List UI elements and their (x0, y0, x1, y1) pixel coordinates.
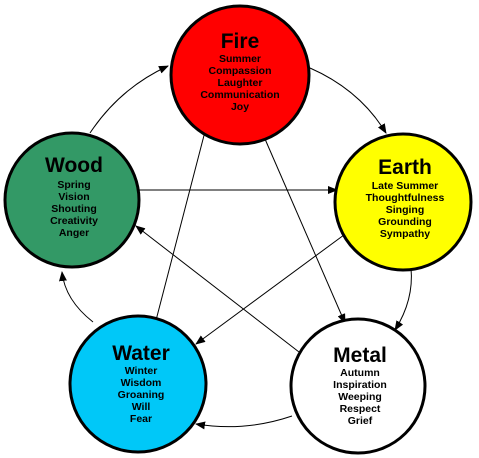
title-water: Water (112, 342, 170, 365)
arrow-metal-to-water (195, 415, 293, 430)
attr-water-4: Fear (130, 413, 152, 425)
node-fire: Fire Summer Compassion Laughter Communic… (169, 4, 311, 146)
title-earth: Earth (378, 156, 432, 179)
attr-water-3: Will (132, 401, 151, 413)
attr-wood-1: Vision (58, 191, 89, 203)
circle-fire (169, 4, 311, 146)
attr-wood-3: Creativity (50, 215, 98, 227)
attr-metal-2: Weeping (338, 391, 382, 403)
circle-water (68, 314, 208, 454)
arrow-fire-to-metal (264, 138, 346, 324)
attr-wood-4: Anger (59, 227, 89, 239)
arrow-metal-to-wood (135, 225, 300, 353)
arrow-fire-to-earth (309, 67, 387, 134)
arrow-earth-to-water (195, 231, 349, 345)
node-metal: Metal Autumn Inspiration Weeping Respect… (289, 317, 427, 455)
attr-fire-1: Compassion (208, 65, 271, 77)
generating-cycle (58, 65, 412, 430)
attr-metal-3: Respect (340, 403, 381, 415)
attr-earth-4: Sympathy (380, 228, 430, 240)
attr-water-2: Groaning (118, 389, 165, 401)
attr-water-0: Winter (125, 365, 158, 377)
attr-earth-1: Thoughtfulness (366, 192, 445, 204)
attr-fire-4: Joy (231, 101, 249, 113)
attr-wood-0: Spring (57, 179, 90, 191)
title-fire: Fire (221, 30, 260, 53)
attr-water-1: Wisdom (121, 377, 162, 389)
circle-wood (3, 131, 141, 269)
attr-earth-2: Singing (386, 204, 425, 216)
title-metal: Metal (333, 344, 387, 367)
attr-earth-0: Late Summer (372, 180, 439, 192)
attr-metal-0: Autumn (340, 367, 380, 379)
arrow-water-to-wood (58, 271, 94, 323)
circle-earth (333, 132, 473, 272)
attr-metal-4: Grief (348, 415, 373, 427)
attr-fire-0: Summer (219, 53, 261, 65)
arrow-water-to-fire (153, 119, 210, 329)
attr-wood-2: Shouting (51, 203, 97, 215)
node-water: Water Winter Wisdom Groaning Will Fear (68, 314, 208, 454)
circle-metal (289, 317, 427, 455)
title-wood: Wood (45, 154, 103, 177)
arrow-wood-to-fire (89, 65, 169, 134)
attr-earth-3: Grounding (378, 216, 432, 228)
controlling-cycle (128, 119, 349, 353)
node-earth: Earth Late Summer Thoughtfulness Singing… (333, 132, 473, 272)
attr-fire-3: Communication (200, 89, 279, 101)
attr-fire-2: Laughter (218, 77, 263, 89)
node-wood: Wood Spring Vision Shouting Creativity A… (3, 131, 141, 269)
attr-metal-1: Inspiration (333, 379, 387, 391)
arrow-earth-to-metal (394, 267, 412, 331)
